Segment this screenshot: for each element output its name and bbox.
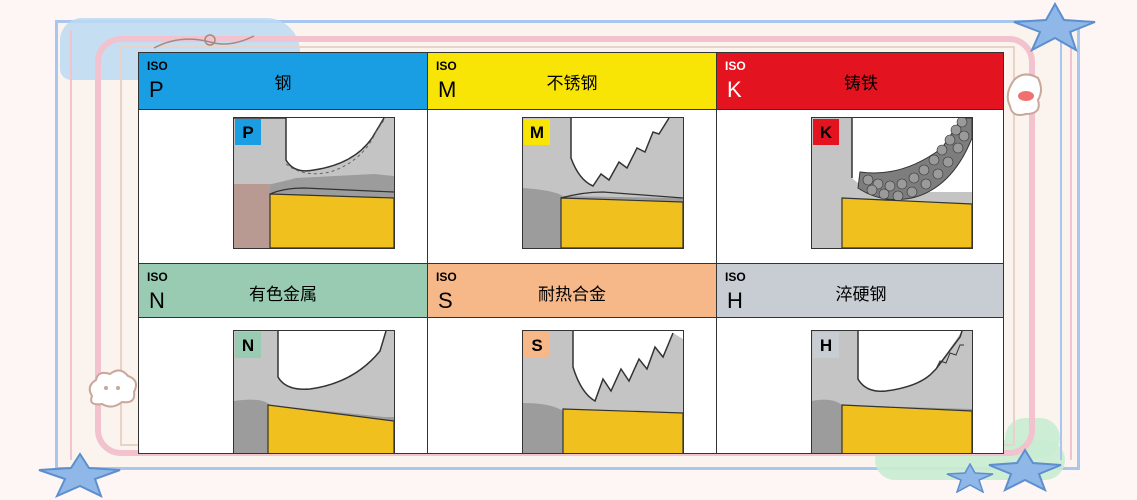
- star-icon: [988, 448, 1062, 492]
- material-header: ISO H 淬硬钢: [717, 264, 1003, 318]
- material-header: ISO P 钢: [139, 53, 427, 110]
- material-card-h: ISO H 淬硬钢 H: [717, 264, 1003, 453]
- iso-label: ISO: [725, 270, 746, 284]
- chip-formation-illustration: P: [233, 117, 395, 249]
- material-header: ISO K 铸铁: [717, 53, 1003, 110]
- material-header: ISO M 不锈钢: [428, 53, 716, 110]
- material-badge: H: [813, 332, 839, 358]
- swirl-decoration: [153, 34, 255, 49]
- cloud-face-decoration: [1006, 73, 1042, 116]
- frame-line: [1070, 30, 1072, 460]
- material-card-k: ISO K 铸铁 K: [717, 53, 1003, 264]
- iso-label: ISO: [147, 59, 168, 73]
- material-card-n: ISO N 有色金属 N: [139, 264, 428, 453]
- iso-label: ISO: [147, 270, 168, 284]
- iso-code: P: [149, 77, 164, 102]
- material-card-m: ISO M 不锈钢 M: [428, 53, 717, 264]
- material-header: ISO N 有色金属: [139, 264, 427, 318]
- chip-formation-illustration: H: [811, 330, 973, 453]
- iso-label: ISO: [436, 270, 457, 284]
- material-badge: S: [524, 332, 550, 358]
- chip-formation-illustration: N: [233, 330, 395, 453]
- iso-code: S: [438, 288, 453, 313]
- material-name: 钢: [274, 74, 292, 94]
- iso-code: M: [438, 77, 457, 102]
- chip-formation-illustration: S: [522, 330, 684, 453]
- material-badge: P: [235, 119, 261, 145]
- material-badge: N: [235, 332, 261, 358]
- chip-formation-illustration: K: [811, 117, 973, 249]
- frame-line: [1060, 30, 1062, 460]
- chip-formation-illustration: M: [522, 117, 684, 249]
- frame-line: [70, 30, 72, 460]
- material-card-p: ISO P 钢 P: [139, 53, 428, 264]
- material-badge: K: [813, 119, 839, 145]
- iso-code: K: [727, 77, 742, 102]
- material-name: 有色金属: [249, 285, 317, 305]
- material-badge: M: [524, 119, 550, 145]
- material-card-s: ISO S 耐热合金 S: [428, 264, 717, 453]
- material-name: 不锈钢: [546, 74, 598, 94]
- material-grid: ISO P 钢 P ISO M 不锈钢: [138, 52, 1004, 454]
- cloud-face-decoration: [88, 369, 137, 408]
- material-name: 铸铁: [844, 74, 878, 94]
- star-icon: [38, 452, 121, 498]
- material-header: ISO S 耐热合金: [428, 264, 716, 318]
- iso-code: N: [149, 288, 165, 313]
- material-name: 耐热合金: [538, 285, 606, 305]
- iso-label: ISO: [436, 59, 457, 73]
- star-icon: [1013, 2, 1096, 52]
- iso-code: H: [727, 288, 743, 313]
- iso-label: ISO: [725, 59, 746, 73]
- material-name: 淬硬钢: [835, 285, 887, 305]
- star-icon: [946, 463, 994, 493]
